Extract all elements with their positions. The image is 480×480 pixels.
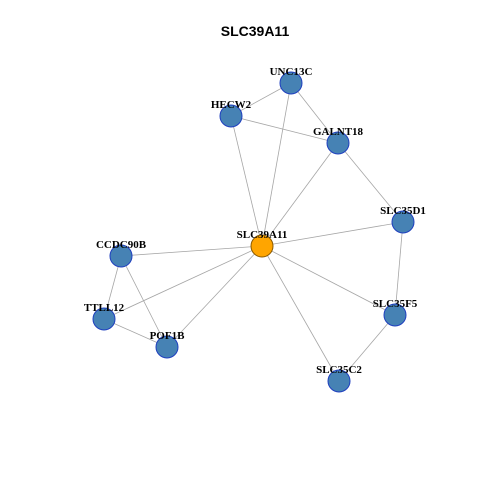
edge-slc35f5-slc35c2 xyxy=(338,314,396,382)
node-label-unc13c: UNC13C xyxy=(270,66,313,78)
node-label-slc35c2: SLC35C2 xyxy=(316,364,362,376)
node-label-slc35f5: SLC35F5 xyxy=(373,298,418,310)
node-slc35d1[interactable] xyxy=(391,210,415,234)
edge-slc39a11-galnt18 xyxy=(261,142,339,247)
edge-slc39a11-ccdc90b xyxy=(120,245,263,257)
nodes-layer xyxy=(92,71,415,393)
node-label-ccdc90b: CCDC90B xyxy=(96,239,147,251)
node-pof1b[interactable] xyxy=(155,335,179,359)
edge-ccdc90b-pof1b xyxy=(120,255,168,348)
edges-layer xyxy=(103,82,404,382)
node-unc13c[interactable] xyxy=(279,71,303,95)
node-label-ttll12: TTLL12 xyxy=(84,302,125,314)
edge-slc35d1-slc35f5 xyxy=(394,221,404,316)
node-label-galnt18: GALNT18 xyxy=(313,126,364,138)
edge-slc39a11-slc35c2 xyxy=(261,245,340,382)
node-slc35f5[interactable] xyxy=(383,303,407,327)
node-label-hecw2: HECW2 xyxy=(211,99,252,111)
node-slc39a11[interactable] xyxy=(250,234,274,258)
edge-slc39a11-ttll12 xyxy=(103,245,263,320)
node-label-pof1b: POF1B xyxy=(150,330,185,342)
edge-slc39a11-pof1b xyxy=(166,245,263,348)
node-ccdc90b[interactable] xyxy=(109,244,133,268)
edge-galnt18-slc35d1 xyxy=(337,142,404,223)
node-label-slc35d1: SLC35D1 xyxy=(380,205,426,217)
node-ttll12[interactable] xyxy=(92,307,116,331)
node-galnt18[interactable] xyxy=(326,131,350,155)
node-hecw2[interactable] xyxy=(219,104,243,128)
node-slc35c2[interactable] xyxy=(327,369,351,393)
edge-unc13c-galnt18 xyxy=(290,82,339,144)
edge-slc39a11-unc13c xyxy=(261,82,292,247)
edge-slc39a11-hecw2 xyxy=(230,115,263,247)
graph-title: SLC39A11 xyxy=(221,23,290,39)
edge-slc39a11-slc35f5 xyxy=(261,245,396,316)
labels-layer: SLC39A11 UNC13C HECW2GALNT18SLC35D1CCDC90B… xyxy=(84,66,426,376)
node-label-slc39a11: SLC39A11 xyxy=(237,229,288,241)
edge-slc39a11-slc35d1 xyxy=(261,221,404,247)
edge-hecw2-galnt18 xyxy=(230,115,339,144)
